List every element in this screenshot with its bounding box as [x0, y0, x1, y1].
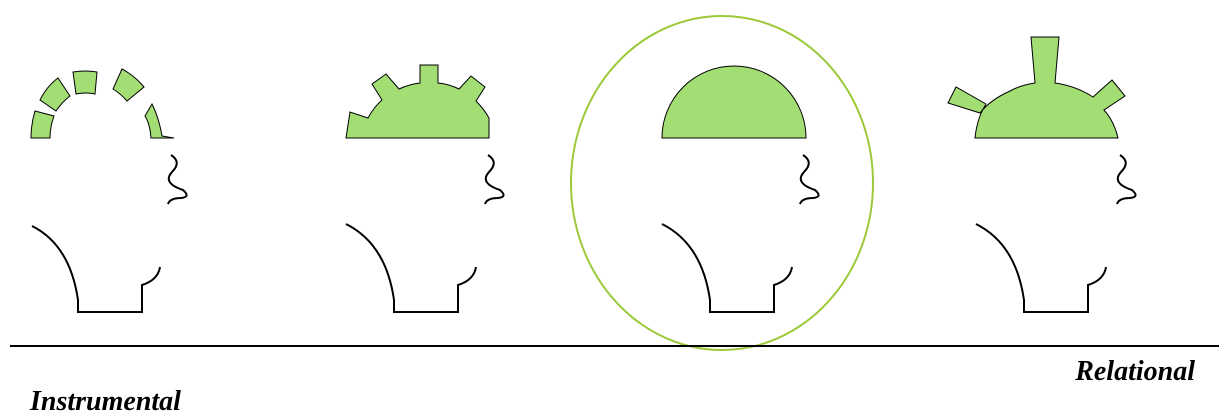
figure-1-top-pieces [31, 69, 174, 138]
figure-2-head [346, 65, 504, 312]
figure-4-face-outline [976, 155, 1136, 312]
highlight-ellipse [571, 16, 873, 350]
figure-4-top [948, 37, 1125, 138]
figure-4-head [948, 37, 1136, 312]
figure-3-top [662, 66, 806, 138]
figure-2-face-outline [346, 155, 504, 312]
label-relational: Relational [1075, 358, 1195, 386]
figure-2-top [346, 65, 489, 138]
figure-1-face-outline [32, 155, 187, 312]
figure-1-head [31, 69, 187, 312]
figure-3-face-outline [662, 155, 819, 312]
figure-3-head [662, 66, 819, 312]
label-instrumental: Instrumental [30, 388, 181, 416]
